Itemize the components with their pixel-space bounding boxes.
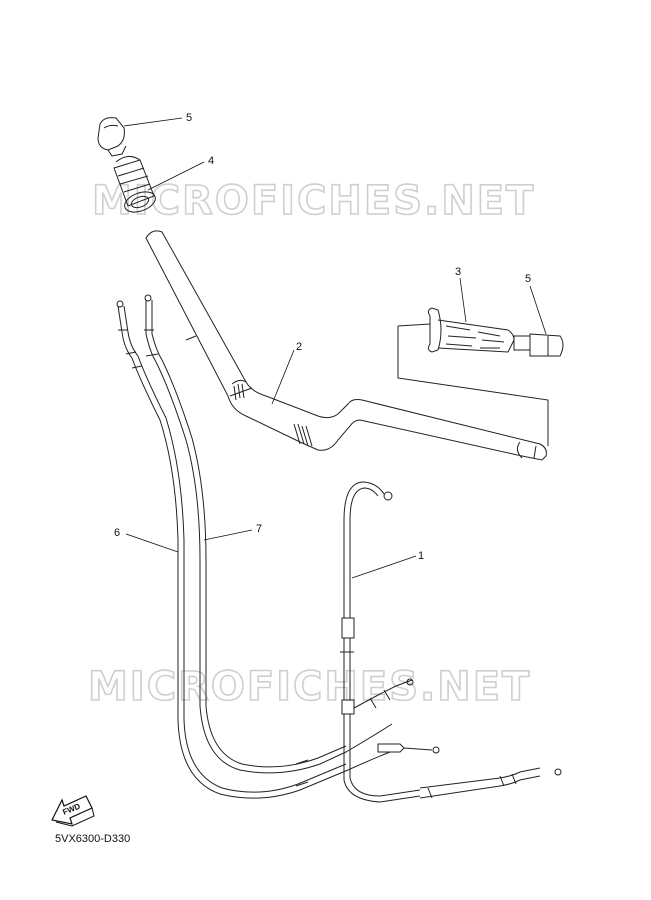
callout-7: 7 bbox=[256, 523, 262, 535]
grip-right bbox=[427, 307, 515, 353]
bar-end-weight-left bbox=[97, 117, 127, 157]
callout-1: 1 bbox=[418, 550, 424, 562]
exploded-view-bracket bbox=[397, 323, 549, 446]
callout-2: 2 bbox=[296, 341, 302, 353]
callout-3: 3 bbox=[455, 266, 461, 278]
throttle-cable bbox=[340, 481, 562, 803]
callout-5-right: 5 bbox=[525, 273, 531, 285]
control-cables bbox=[116, 294, 393, 799]
diagram-code: 5VX6300-D330 bbox=[55, 833, 131, 845]
callout-4: 4 bbox=[208, 155, 214, 167]
callout-6: 6 bbox=[114, 527, 120, 539]
forward-arrow-icon: FWD bbox=[51, 795, 95, 827]
leader-lines bbox=[123, 117, 547, 579]
handlebar bbox=[145, 230, 547, 461]
throttle-grip-assembly bbox=[113, 156, 156, 213]
bar-end-weight-right bbox=[513, 333, 564, 357]
watermark-bottom: MICROFICHES.NET bbox=[88, 664, 531, 710]
callout-labels: 5 4 3 5 2 1 6 7 bbox=[114, 112, 531, 562]
watermark-top: MICROFICHES.NET bbox=[92, 178, 535, 224]
callout-5-top: 5 bbox=[186, 112, 192, 124]
